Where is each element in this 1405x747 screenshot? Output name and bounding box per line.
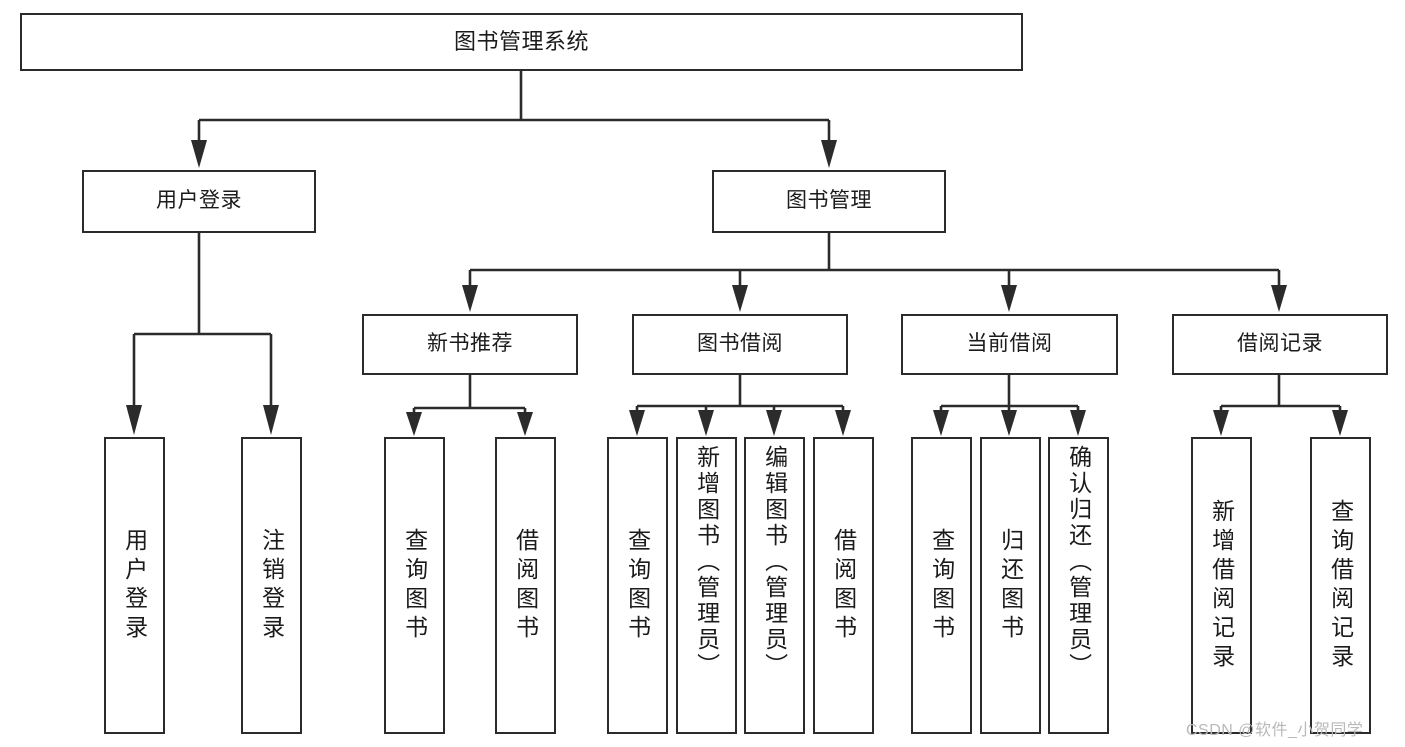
- arrowhead-nbr-2: [517, 412, 533, 436]
- arrowhead-cb-3: [1070, 410, 1086, 436]
- arrowhead-nbr-1: [406, 412, 422, 436]
- node-leaf-user-login-label: 用户登录: [121, 527, 148, 644]
- arrowhead-leaf-user-logout: [263, 405, 279, 435]
- node-current-borrow[interactable]: 当前借阅: [901, 314, 1118, 375]
- node-leaf-query-book-1-label: 查询图书: [401, 527, 428, 644]
- node-leaf-return-book[interactable]: 归还图书: [980, 437, 1041, 734]
- node-leaf-borrow-book-2[interactable]: 借阅图书: [813, 437, 874, 734]
- arrowhead-cb-2: [1001, 410, 1017, 436]
- node-leaf-query-record[interactable]: 查询借阅记录: [1310, 437, 1371, 734]
- arrowhead-current-borrow: [1001, 285, 1017, 312]
- arrowhead-borrow-record: [1271, 285, 1287, 312]
- node-leaf-confirm-return[interactable]: 确认归还（管理员）: [1048, 437, 1109, 734]
- node-leaf-edit-book[interactable]: 编辑图书（管理员）: [744, 437, 805, 734]
- node-leaf-query-book-2[interactable]: 查询图书: [607, 437, 668, 734]
- node-leaf-add-record-label: 新增借阅记录: [1208, 498, 1235, 673]
- node-leaf-query-book-1[interactable]: 查询图书: [384, 437, 445, 734]
- arrowhead-leaf-user-login: [126, 405, 142, 435]
- node-leaf-edit-book-label: 编辑图书（管理员）: [761, 445, 788, 679]
- node-book-borrow-label: 图书借阅: [697, 332, 783, 356]
- node-book-manage[interactable]: 图书管理: [712, 170, 946, 233]
- node-new-book-rec-label: 新书推荐: [427, 332, 513, 356]
- node-leaf-query-book-2-label: 查询图书: [624, 527, 651, 644]
- arrowhead-book-manage: [821, 140, 837, 168]
- node-leaf-add-book-label: 新增图书（管理员）: [693, 445, 720, 679]
- node-leaf-user-logout-label: 注销登录: [258, 527, 285, 644]
- node-user-login-label: 用户登录: [156, 189, 242, 213]
- arrowhead-cb-1: [933, 410, 949, 436]
- node-current-borrow-label: 当前借阅: [966, 332, 1053, 356]
- node-root[interactable]: 图书管理系统: [20, 13, 1023, 71]
- node-user-login[interactable]: 用户登录: [82, 170, 316, 233]
- node-leaf-borrow-book-1[interactable]: 借阅图书: [495, 437, 556, 734]
- arrowhead-bb-4: [835, 410, 851, 436]
- node-leaf-query-book-3-label: 查询图书: [928, 527, 955, 644]
- arrowhead-new-book-rec: [462, 285, 478, 312]
- node-leaf-query-book-3[interactable]: 查询图书: [911, 437, 972, 734]
- node-leaf-add-record[interactable]: 新增借阅记录: [1191, 437, 1252, 734]
- arrowhead-bb-1: [629, 410, 645, 436]
- node-leaf-query-record-label: 查询借阅记录: [1327, 498, 1354, 673]
- arrowhead-user-login: [191, 140, 207, 168]
- node-leaf-borrow-book-2-label: 借阅图书: [830, 527, 857, 644]
- node-leaf-confirm-return-label: 确认归还（管理员）: [1065, 445, 1092, 679]
- node-new-book-rec[interactable]: 新书推荐: [362, 314, 578, 375]
- node-borrow-record-label: 借阅记录: [1237, 332, 1323, 356]
- node-leaf-return-book-label: 归还图书: [997, 527, 1024, 644]
- csdn-watermark: CSDN @软件_小贺同学: [1186, 722, 1364, 739]
- node-borrow-record[interactable]: 借阅记录: [1172, 314, 1388, 375]
- arrowhead-book-borrow: [732, 285, 748, 312]
- node-leaf-user-logout[interactable]: 注销登录: [241, 437, 302, 734]
- arrowhead-br-1: [1213, 410, 1229, 436]
- node-book-manage-label: 图书管理: [786, 189, 872, 213]
- arrowhead-bb-3: [766, 410, 782, 436]
- node-book-borrow[interactable]: 图书借阅: [632, 314, 848, 375]
- node-root-label: 图书管理系统: [453, 28, 589, 54]
- arrowhead-br-2: [1332, 410, 1348, 436]
- node-leaf-borrow-book-1-label: 借阅图书: [512, 527, 539, 644]
- node-leaf-add-book[interactable]: 新增图书（管理员）: [676, 437, 737, 734]
- arrowhead-bb-2: [698, 410, 714, 436]
- node-leaf-user-login[interactable]: 用户登录: [104, 437, 165, 734]
